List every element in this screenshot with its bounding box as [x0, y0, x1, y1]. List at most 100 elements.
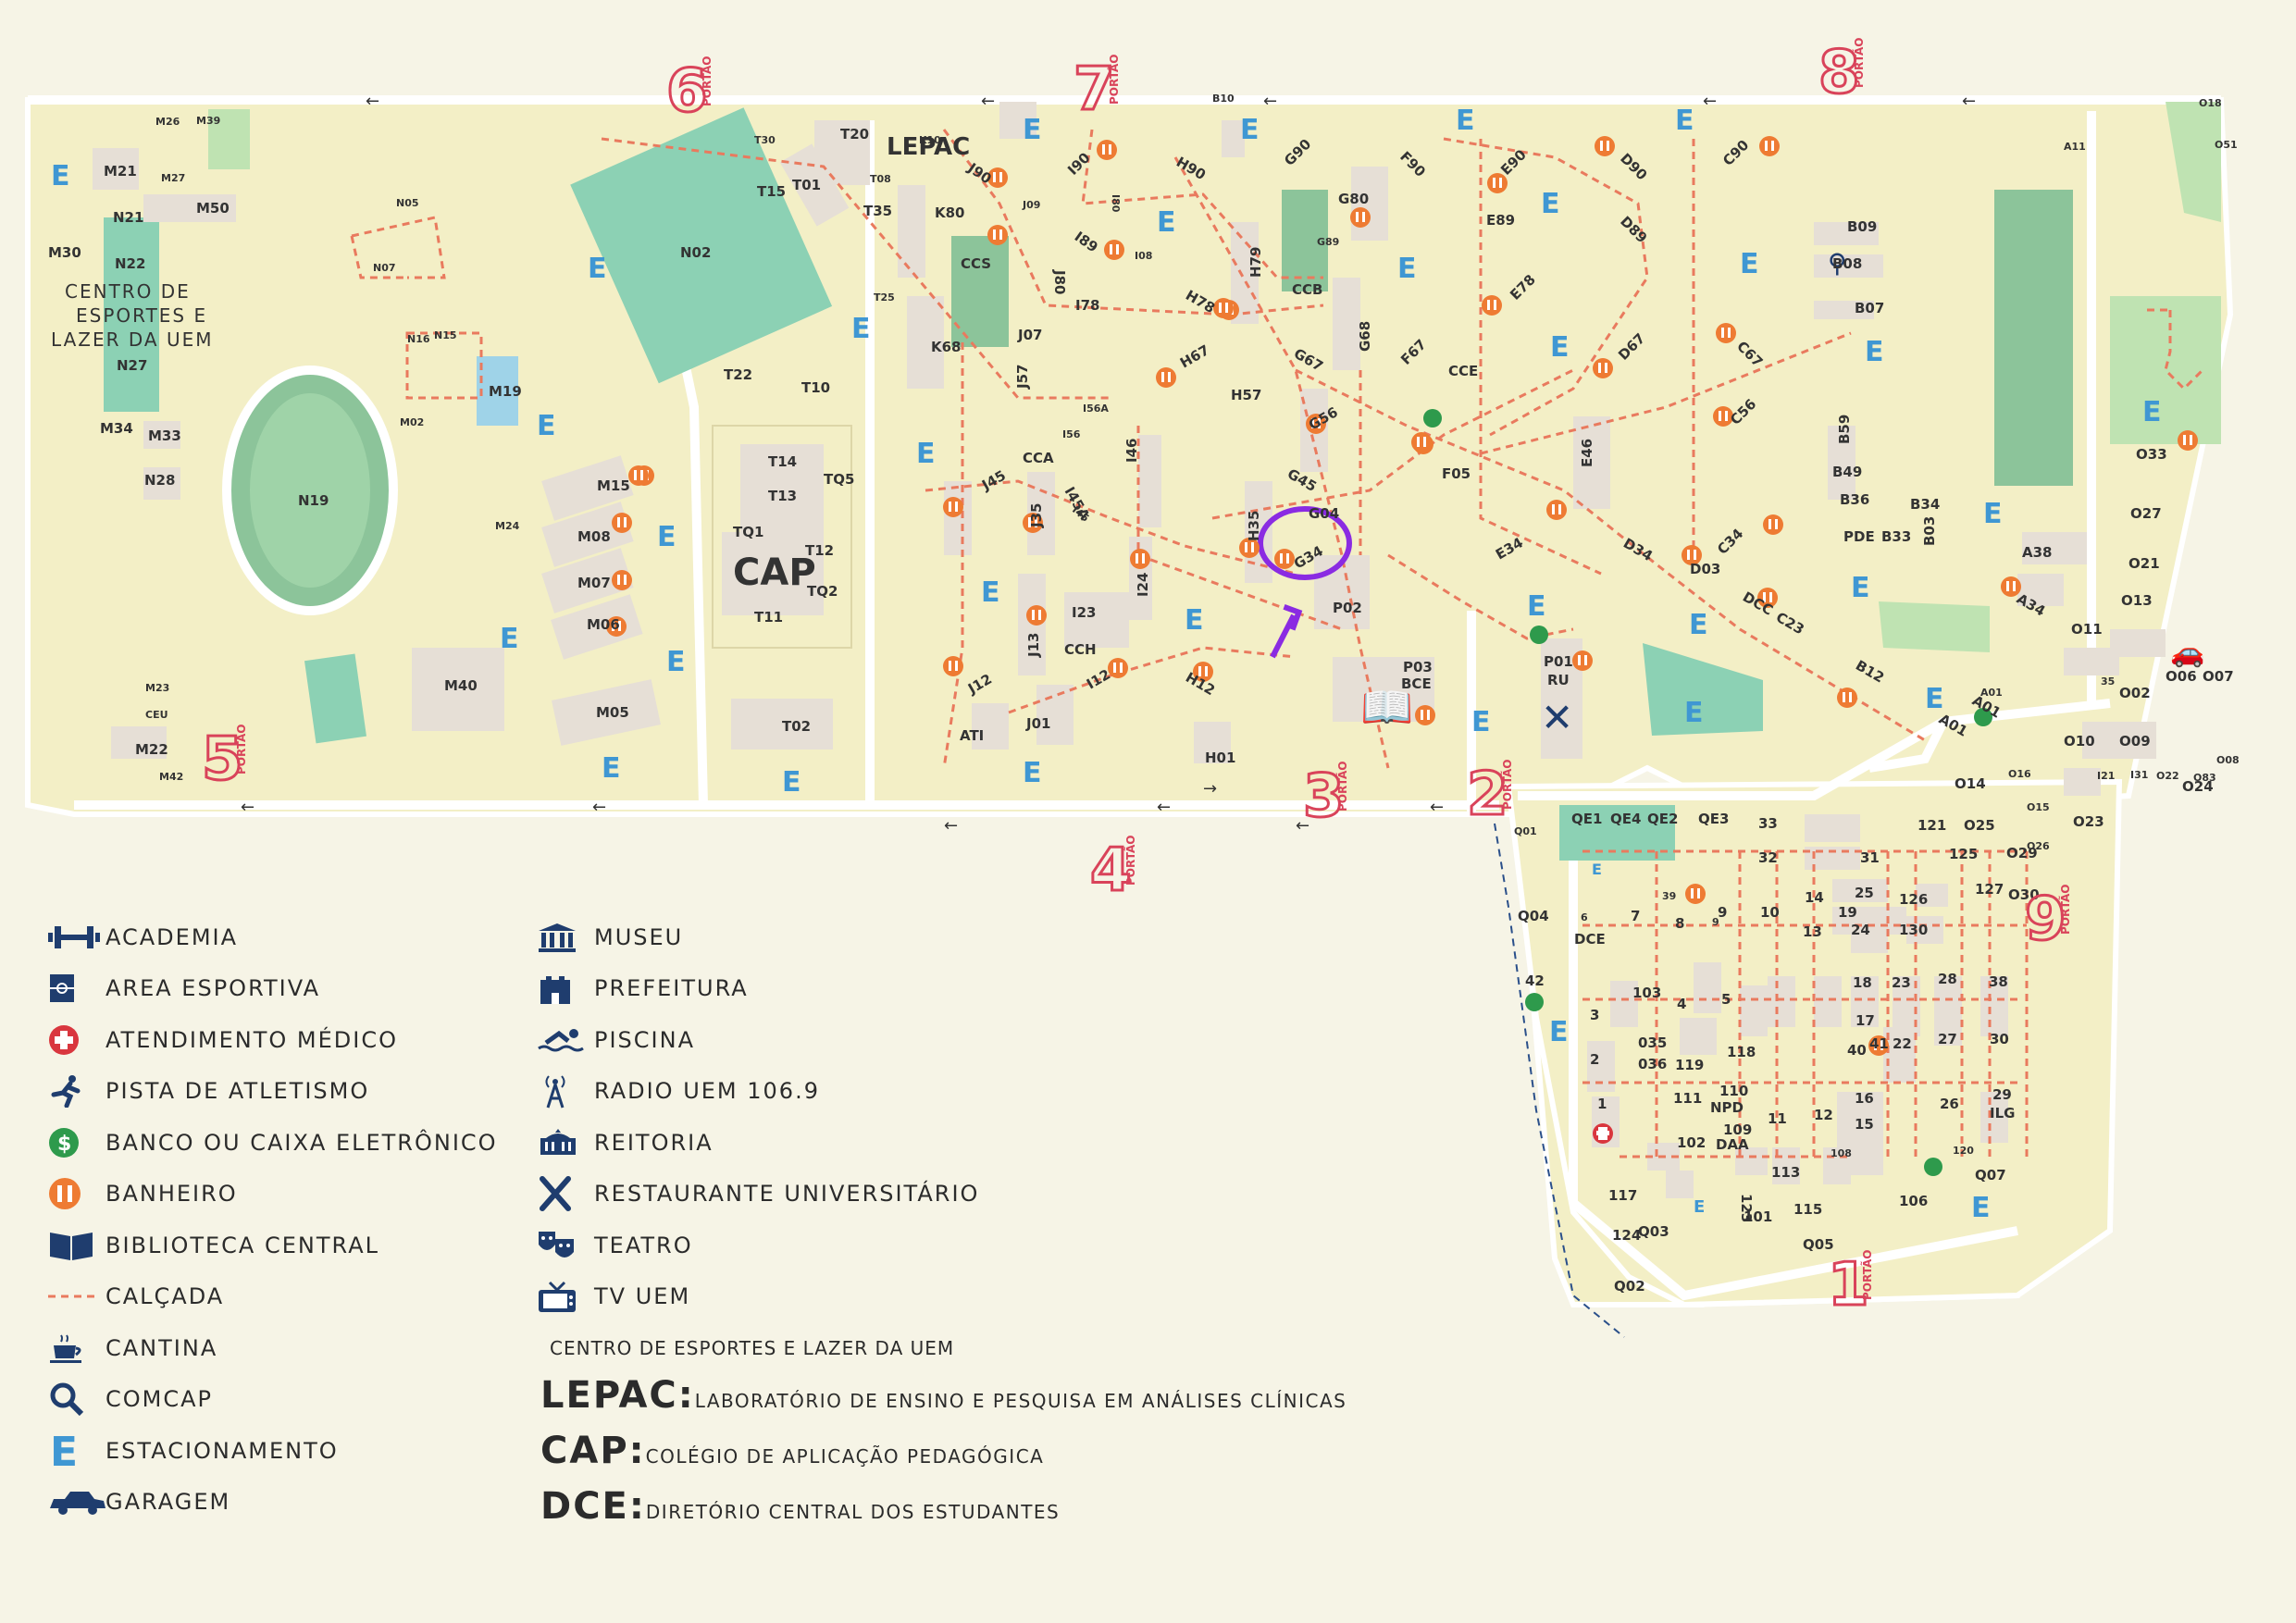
book-icon	[48, 1227, 105, 1264]
building-label: M02	[400, 416, 424, 428]
parking-icon: E	[1971, 1192, 1991, 1224]
building-label: O09	[2119, 733, 2151, 750]
svg-text:←: ←	[366, 92, 379, 111]
building-label: O21	[2128, 555, 2160, 572]
building-label: G68	[1357, 321, 1373, 352]
building-label: 120	[1953, 1145, 1974, 1157]
building-label: M42	[159, 771, 183, 783]
building-label: 38	[1989, 973, 2008, 990]
building-label: 113	[1771, 1164, 1800, 1181]
building-label: 1	[1597, 1096, 1607, 1112]
museum-icon	[537, 919, 594, 956]
building-label: 118	[1727, 1044, 1756, 1060]
building-label: T12	[805, 542, 834, 559]
building-label: T02	[782, 718, 811, 735]
building-label: N27	[117, 357, 147, 374]
building-label: 127	[1975, 881, 2004, 898]
building-label: Q04	[1518, 908, 1549, 924]
building-label: I56	[1062, 428, 1081, 440]
building-label: Q03	[1638, 1223, 1669, 1240]
building-label: O18	[2199, 97, 2222, 109]
lepac-map-label: LEPAC	[887, 133, 970, 161]
legend-item-atendimento-medico: ATENDIMENTO MÉDICO	[48, 1014, 529, 1066]
building-label: T22	[724, 366, 752, 383]
restroom-icon	[612, 570, 632, 590]
legend-label: GARAGEM	[105, 1489, 231, 1516]
building-label: CEU	[145, 709, 168, 721]
legend-item-banheiro: BANHEIRO	[48, 1169, 529, 1220]
legend-label: PISTA DE ATLETISMO	[105, 1078, 370, 1105]
building-label: N16	[407, 333, 430, 345]
building-label: QE4	[1610, 811, 1641, 827]
legend-label: MUSEU	[594, 923, 684, 950]
parking-icon: E	[851, 313, 871, 345]
building-label: J01	[1025, 715, 1050, 732]
theater-masks-icon	[537, 1227, 594, 1264]
parking-icon: E	[1740, 248, 1759, 280]
building-label: I78	[1075, 297, 1099, 314]
building-label: 24	[1851, 922, 1870, 938]
building-label: P03	[1403, 659, 1433, 675]
acronym-definition: COLÉGIO DE APLICAÇÃO PEDAGÓGICA	[645, 1445, 1045, 1468]
building-label: M08	[577, 528, 611, 545]
building-label: CCB	[1292, 281, 1322, 298]
dollar-icon: $	[48, 1124, 105, 1161]
building-label: ATI	[960, 727, 984, 744]
acronym-abbr: DCE:	[540, 1485, 646, 1528]
legend-item-calcada: CALÇADA	[48, 1271, 529, 1323]
building-label: 31	[1860, 849, 1880, 866]
building-label: CCE	[1448, 363, 1478, 379]
building-label: K68	[931, 339, 962, 355]
building-label: Q07	[1975, 1167, 2006, 1183]
restroom-icon	[1716, 323, 1736, 343]
building-label: M39	[196, 115, 220, 127]
building-label: B36	[1840, 491, 1869, 508]
svg-text:←: ←	[944, 816, 958, 836]
building-label: O07	[2203, 668, 2234, 685]
building-label: 106	[1899, 1193, 1928, 1209]
parking-icon: E	[1023, 114, 1042, 146]
building-label: 23	[1892, 974, 1911, 991]
building-label: 3	[1590, 1007, 1599, 1023]
svg-text:PORTÃO: PORTÃO	[234, 725, 248, 774]
building-label: A38	[2022, 544, 2052, 561]
building-label: B09	[1847, 218, 1877, 235]
legend-item-comcap: COMCAP	[48, 1374, 529, 1426]
building-label: 40	[1847, 1042, 1867, 1059]
building-label: TQ2	[807, 583, 838, 600]
building-label: N15	[434, 329, 457, 341]
building-label: 123	[1738, 1194, 1755, 1222]
building-label: O25	[1964, 817, 1995, 834]
building-label: B59	[1836, 415, 1853, 444]
legend-item-radio: RADIO UEM 106.9	[537, 1066, 1370, 1118]
n02-field	[570, 107, 833, 384]
legend-item-academia: ACADEMIA	[48, 911, 529, 963]
restroom-icon	[1763, 514, 1783, 535]
building-label: RU	[1547, 672, 1570, 688]
restroom-icon	[1156, 367, 1176, 388]
parking-icon: E	[916, 438, 936, 470]
building-label: T30	[754, 134, 776, 146]
building-label: J07	[1017, 327, 1042, 343]
building-label: T08	[870, 173, 891, 185]
building-label: Q02	[1614, 1278, 1645, 1295]
bank-icon	[1423, 409, 1442, 427]
svg-text:←: ←	[1296, 816, 1309, 836]
building-label: I24	[1135, 573, 1151, 597]
buildings	[93, 102, 2166, 1198]
building-label: T25	[874, 291, 895, 304]
acronym-cap: CAP: COLÉGIO DE APLICAÇÃO PEDAGÓGICA	[540, 1430, 1370, 1485]
svg-text:PORTÃO: PORTÃO	[1107, 55, 1121, 105]
building-label: O51	[2215, 139, 2238, 151]
svg-text:7: 7	[1074, 56, 1115, 124]
parking-icon: E	[2142, 396, 2162, 428]
letter-e-icon: E	[48, 1431, 105, 1471]
building-label: 17	[1855, 1012, 1875, 1029]
legend-item-garagem: GARAGEM	[48, 1477, 529, 1529]
parking-icon: E	[1694, 1197, 1705, 1217]
svg-text:PORTÃO: PORTÃO	[1335, 762, 1349, 812]
svg-text:PORTÃO: PORTÃO	[2058, 885, 2072, 935]
building-label: M19	[489, 383, 522, 400]
